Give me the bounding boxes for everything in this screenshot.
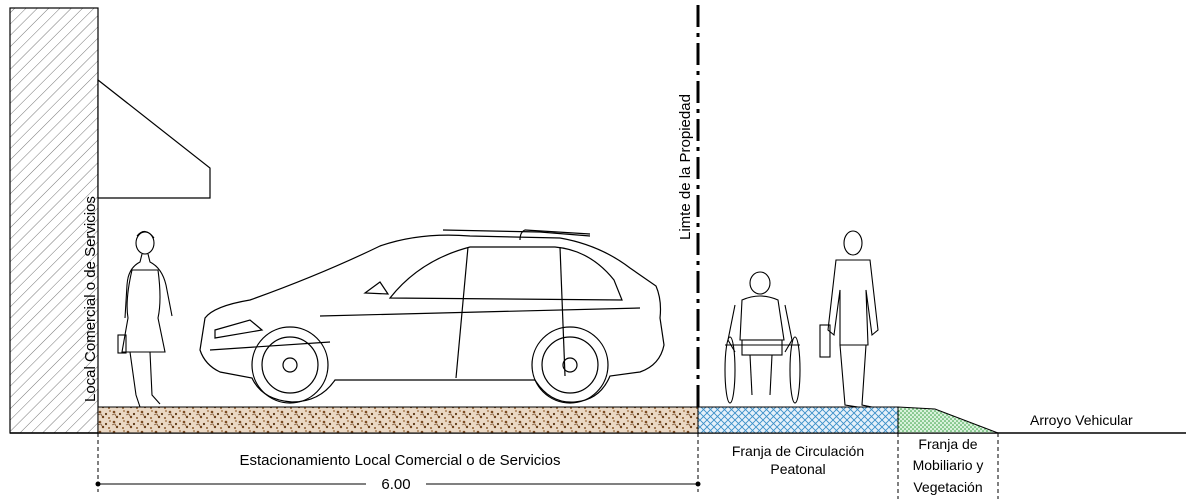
parking-strip: [97, 406, 699, 434]
building-wall: [9, 7, 99, 434]
circulation-label-line2: Peatonal: [770, 461, 825, 477]
furniture-label-line3: Vegetación: [913, 479, 982, 495]
wheelchair-user-figure: [724, 271, 801, 404]
suv-car: [199, 229, 665, 404]
road-label: Arroyo Vehicular: [1030, 412, 1133, 428]
parking-label: Estacionamiento Local Comercial o de Ser…: [240, 452, 561, 469]
vegetation-strip: [897, 406, 999, 434]
property-limit-label: Limte de la Propiedad: [677, 94, 694, 240]
awning: [97, 78, 211, 199]
circulation-strip: [697, 406, 899, 434]
woman-figure: [117, 230, 173, 408]
circulation-label-line1: Franja de Circulación: [732, 443, 864, 459]
man-figure: [819, 230, 879, 408]
furniture-label-line2: Mobiliario y: [913, 457, 984, 473]
furniture-label-line1: Franja de: [918, 436, 977, 452]
building-label: Local Comercial o de Servicios: [82, 196, 99, 402]
dimension-value: 6.00: [381, 476, 410, 493]
